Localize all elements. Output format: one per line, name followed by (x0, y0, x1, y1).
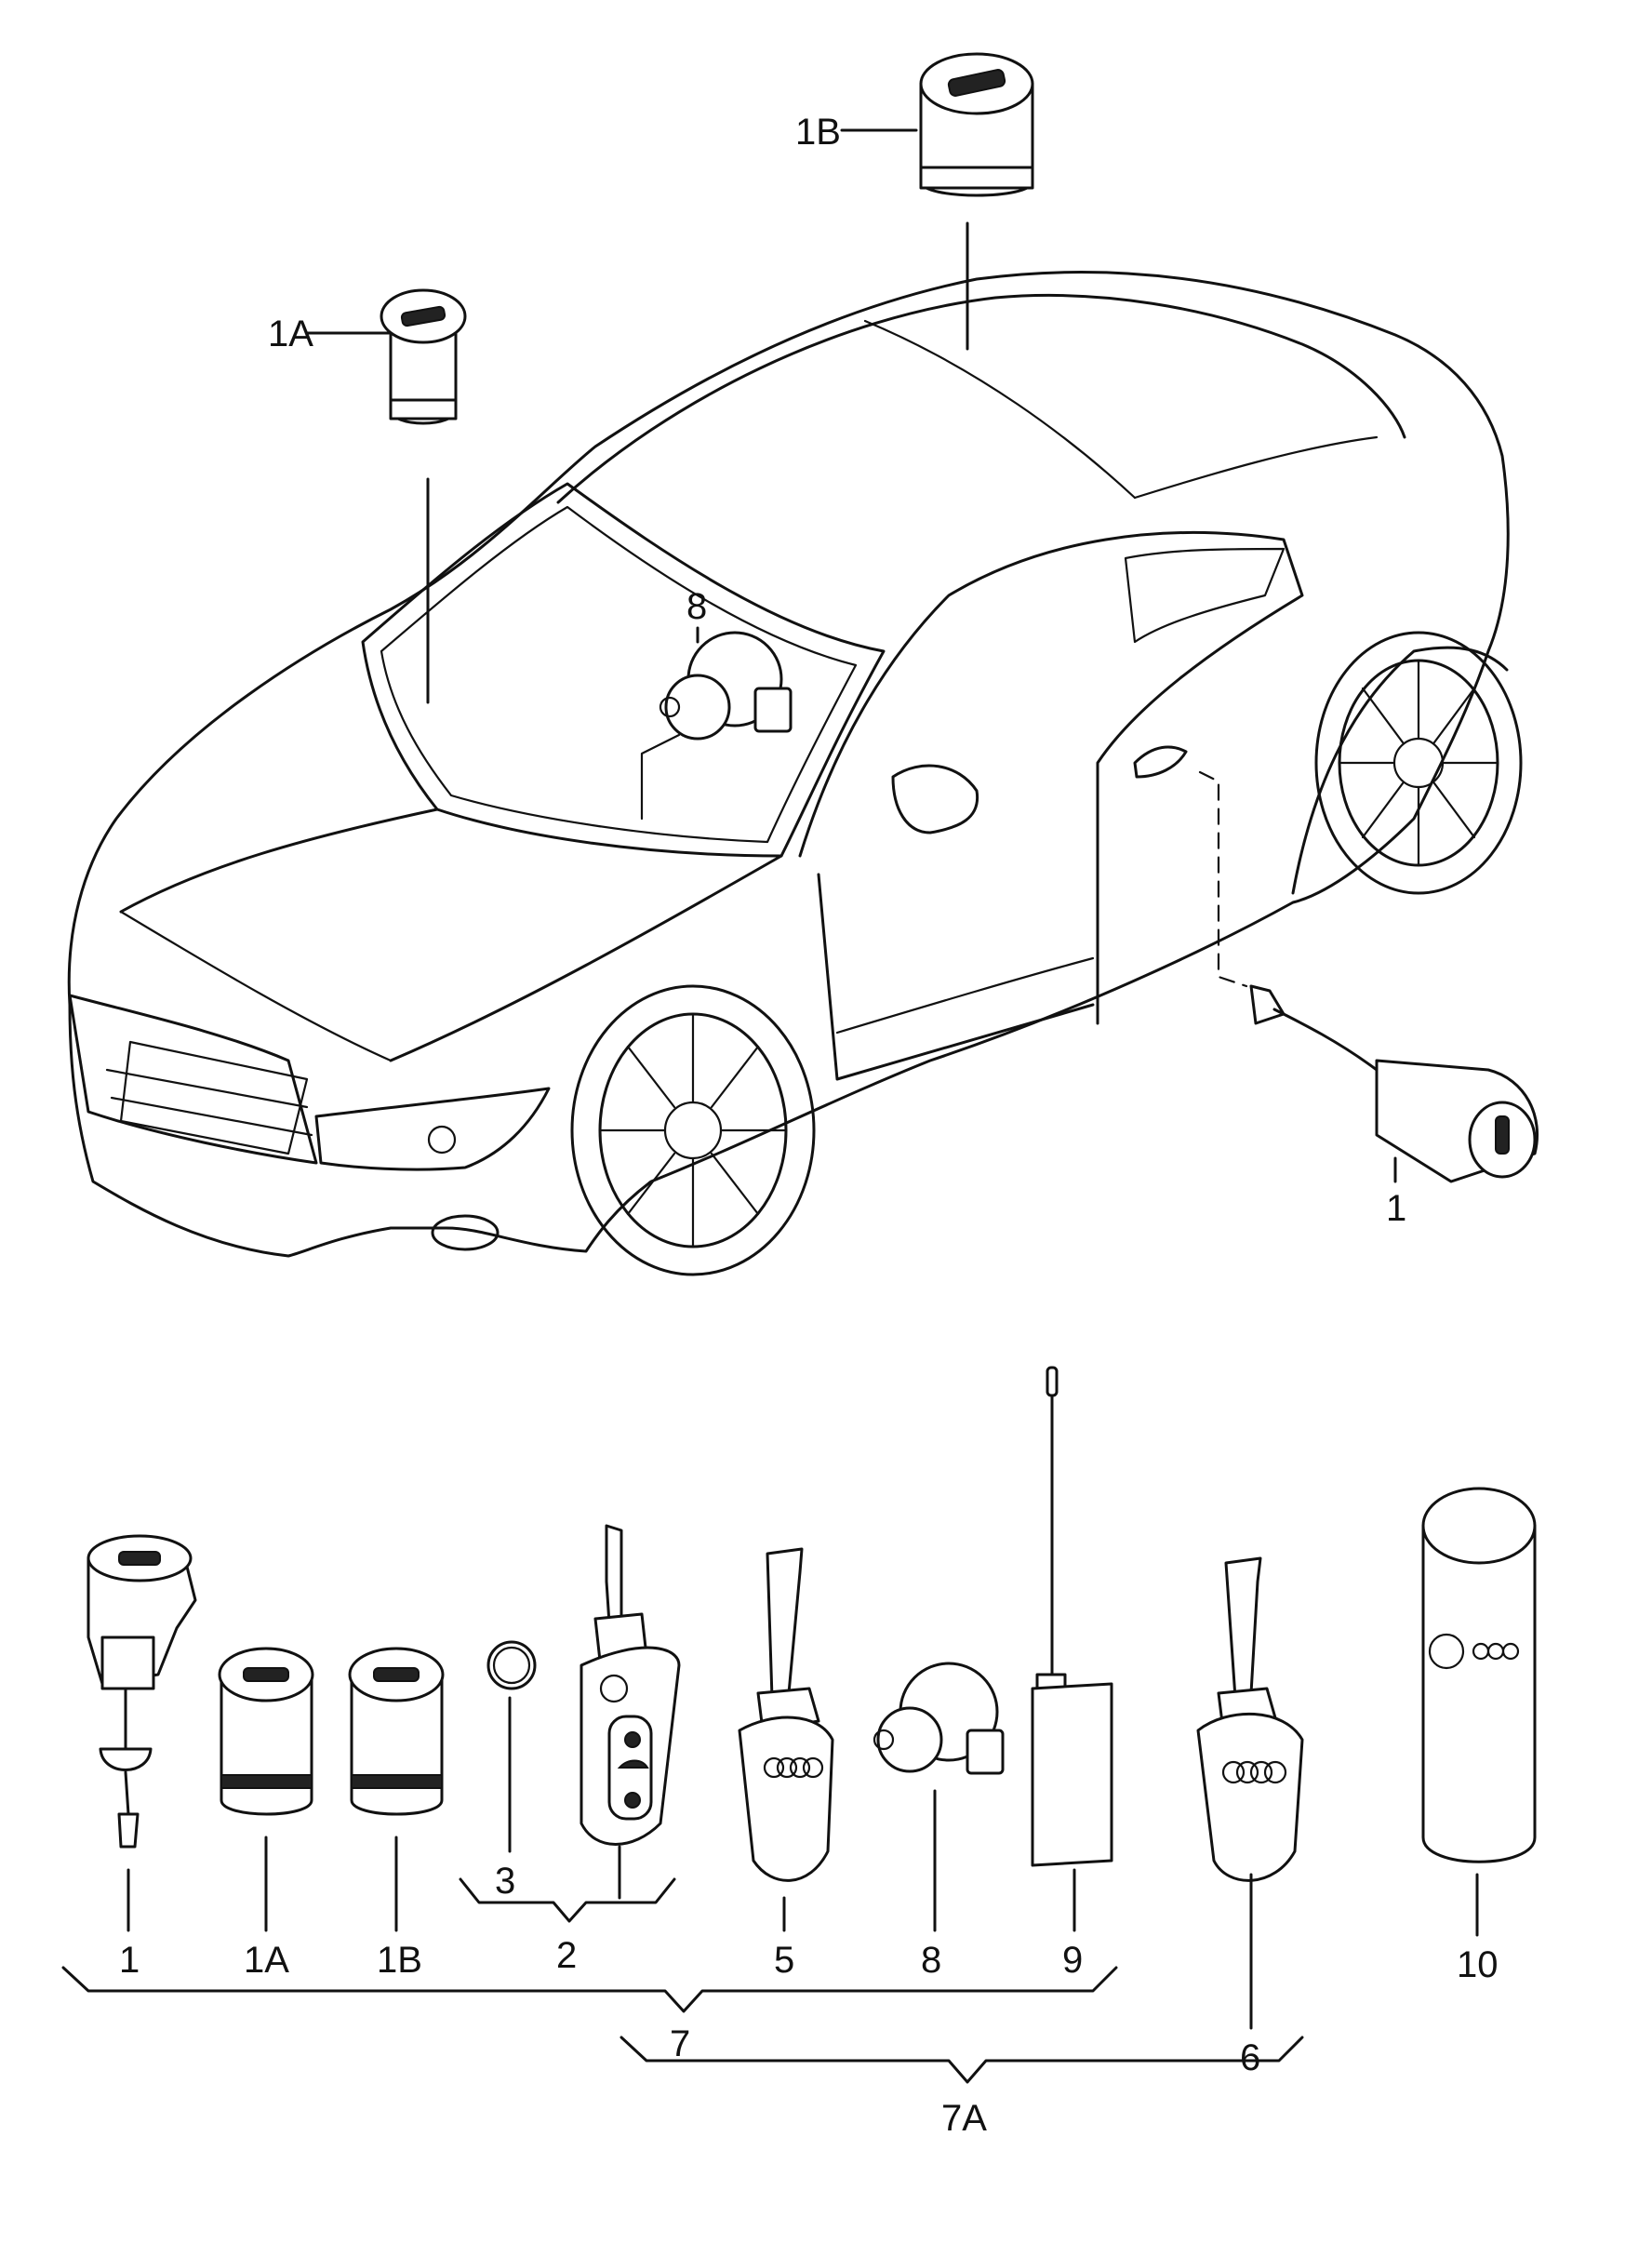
label-5: 5 (774, 1940, 794, 1981)
aerosol-can-10 (1421, 1487, 1537, 1937)
lock-cylinder-1a-top (380, 288, 467, 704)
transponder-9 (1031, 1366, 1113, 1932)
front-wheel (570, 984, 816, 1276)
lock-cylinder-1b (348, 1647, 445, 1932)
label-6: 6 (1240, 2037, 1260, 2078)
label-1: 1 (119, 1940, 140, 1981)
lock-cylinder-1b-top (919, 52, 1034, 351)
label-1b-top: 1B (795, 112, 841, 153)
key-6 (1196, 1556, 1304, 2030)
bracket-3-2 (459, 1877, 676, 1923)
label-1a: 1A (244, 1940, 289, 1981)
label-1a-top: 1A (268, 314, 313, 354)
rear-wheel (1314, 631, 1523, 895)
ignition-switch-8 (873, 1662, 1005, 1932)
label-2: 2 (556, 1935, 577, 1976)
flip-key-2 (580, 1524, 681, 1900)
label-3: 3 (495, 1861, 515, 1902)
bracket-7a (620, 2036, 1304, 2084)
door-lock-1-top (1198, 770, 1539, 1183)
label-7: 7 (670, 2023, 690, 2064)
label-9: 9 (1062, 1940, 1083, 1981)
label-8-top: 8 (686, 586, 707, 627)
label-1-top: 1 (1386, 1188, 1406, 1229)
ignition-switch-8-top (640, 626, 793, 821)
car-illustration (67, 271, 1523, 1276)
label-1b: 1B (377, 1940, 422, 1981)
label-7a: 7A (941, 2098, 987, 2139)
door-lock-1 (87, 1534, 197, 1932)
battery-3 (486, 1640, 537, 1853)
bracket-7 (61, 1966, 1118, 2013)
label-8: 8 (921, 1940, 941, 1981)
remote-key-5 (738, 1547, 834, 1932)
label-10: 10 (1457, 1944, 1499, 1985)
lock-cylinder-1a (218, 1647, 314, 1932)
